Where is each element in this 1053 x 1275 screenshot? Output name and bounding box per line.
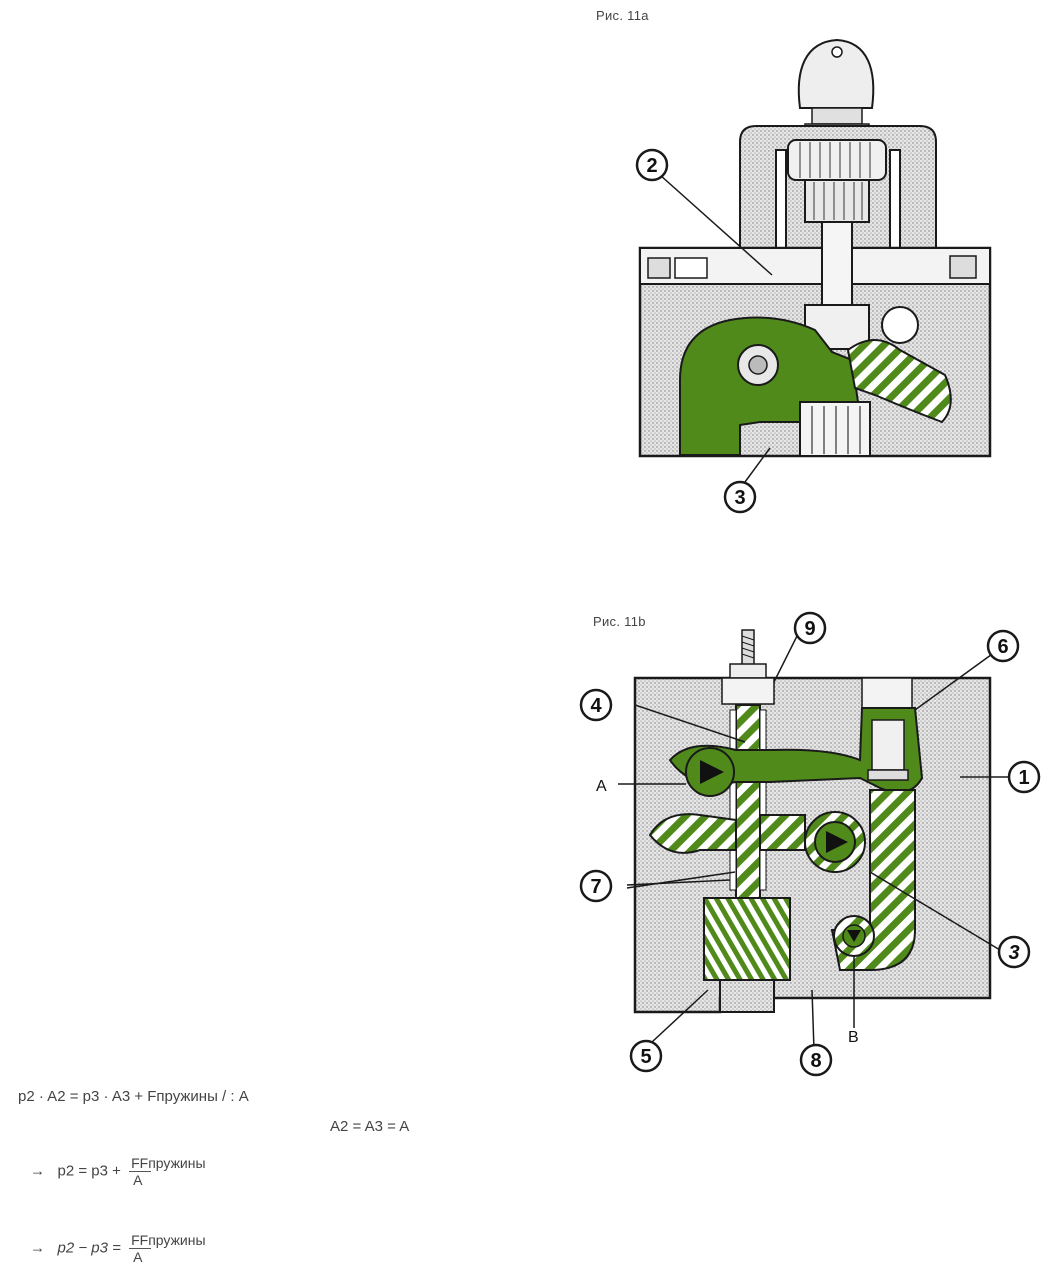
callout-2: 2	[637, 150, 667, 180]
callout-8: 8	[801, 1045, 831, 1075]
callout-3b: 3	[999, 937, 1029, 967]
formula-line-4-lhs: p2 − p3 =	[58, 1239, 121, 1256]
svg-text:4: 4	[590, 695, 602, 717]
formula-line-3-lhs: p2 = p3 +	[58, 1162, 121, 1179]
svg-text:5: 5	[640, 1046, 651, 1068]
callout-6: 6	[988, 631, 1018, 661]
svg-text:3: 3	[1008, 942, 1019, 964]
label-b: B	[848, 1029, 859, 1046]
figure-11a-caption: Рис. 11a	[596, 8, 649, 23]
svg-text:1: 1	[1018, 767, 1029, 789]
adjusting-screw-icon	[722, 630, 774, 704]
callout-9: 9	[795, 613, 825, 643]
fraction-denominator: A	[129, 1249, 207, 1265]
fraction-denominator: A	[129, 1172, 207, 1188]
arrow-icon: →	[30, 1239, 45, 1256]
figure-11a-diagram: 2 3	[600, 30, 1020, 520]
formula-line-1: p2 · A2 = p3 · A3 + Fпружины / : A	[18, 1088, 249, 1105]
key-icon	[799, 40, 874, 136]
fraction: FFпружины A	[129, 1232, 207, 1265]
formula-line-3: → p2 = p3 + FFпружины A	[30, 1155, 208, 1188]
formula-line-4: → p2 − p3 = FFпружины A	[30, 1232, 208, 1265]
svg-text:2: 2	[646, 155, 657, 177]
callout-5: 5	[631, 1041, 661, 1071]
arrow-icon: →	[30, 1162, 45, 1179]
callout-1: 1	[1009, 762, 1039, 792]
fraction: FFпружины A	[129, 1155, 207, 1188]
figure-11b-diagram: 9 6 4 1 7 3 5 8 A B	[570, 610, 1050, 1080]
fraction-numerator: FFпружины	[129, 1232, 207, 1248]
svg-text:9: 9	[804, 618, 815, 640]
svg-text:3: 3	[734, 487, 745, 509]
callout-3: 3	[725, 482, 755, 512]
callout-7: 7	[581, 871, 611, 901]
fraction-numerator: FFпружины	[129, 1155, 207, 1171]
svg-text:8: 8	[810, 1050, 821, 1072]
svg-text:7: 7	[590, 876, 601, 898]
label-a: A	[596, 778, 607, 795]
callout-4: 4	[581, 690, 611, 720]
svg-text:6: 6	[997, 636, 1008, 658]
formula-line-2: A2 = A3 = A	[330, 1118, 409, 1135]
